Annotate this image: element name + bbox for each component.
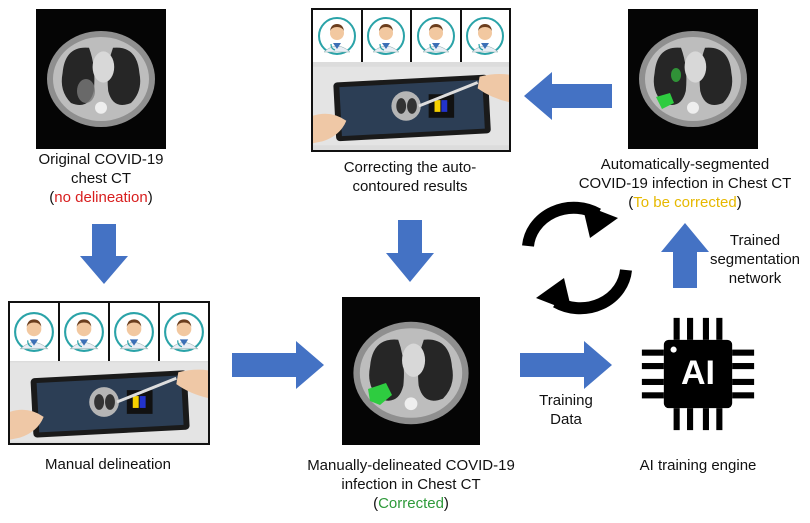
- auto-segmented-ct-image: [628, 9, 758, 149]
- trained-network-label: Trained segmentation network: [709, 232, 801, 287]
- no-delineation-note: no delineation: [54, 189, 148, 206]
- training-data-label: Training Data: [539, 392, 593, 428]
- correcting-label: Correcting the auto- contoured results: [343, 159, 477, 195]
- to-be-corrected-note: To be corrected: [633, 194, 737, 211]
- arrow-original-to-manual: [80, 224, 128, 284]
- arrow-auto-to-correcting: [524, 72, 612, 120]
- arrow-delineated-to-ai: [520, 341, 612, 389]
- arrow-manual-to-delineated: [232, 341, 324, 389]
- ai-chip-icon: AI: [637, 313, 759, 435]
- corrected-note: Corrected: [378, 495, 444, 512]
- manual-tablet-image: [8, 361, 210, 445]
- manually-delineated-ct-image: [342, 297, 480, 445]
- doctor-icon: [362, 10, 412, 62]
- cycle-arrows-icon: [522, 201, 632, 315]
- correcting-tablet-image: [311, 62, 511, 152]
- doctor-icon: [110, 303, 160, 361]
- manual-doctor-panel: [8, 301, 210, 363]
- manual-label: Manual delineation: [45, 456, 171, 473]
- doctor-icon: [461, 10, 509, 62]
- doctor-icon: [160, 303, 208, 361]
- doctor-icon: [412, 10, 462, 62]
- doctor-icon: [10, 303, 60, 361]
- doctor-icon: [313, 10, 363, 62]
- manually-delineated-label: Manually-delineated COVID-19 infection i…: [307, 457, 515, 512]
- doctor-icon: [60, 303, 110, 361]
- ai-engine-label: AI training engine: [639, 457, 757, 474]
- ai-chip-text: AI: [681, 354, 715, 392]
- auto-segmented-label: Automatically-segmented COVID-19 infecti…: [578, 156, 792, 211]
- original-ct-image: [36, 9, 166, 149]
- arrow-correcting-to-delineated: [386, 220, 434, 282]
- correcting-doctor-panel: [311, 8, 511, 64]
- original-ct-label: Original COVID-19 chest CT (no delineati…: [38, 151, 164, 206]
